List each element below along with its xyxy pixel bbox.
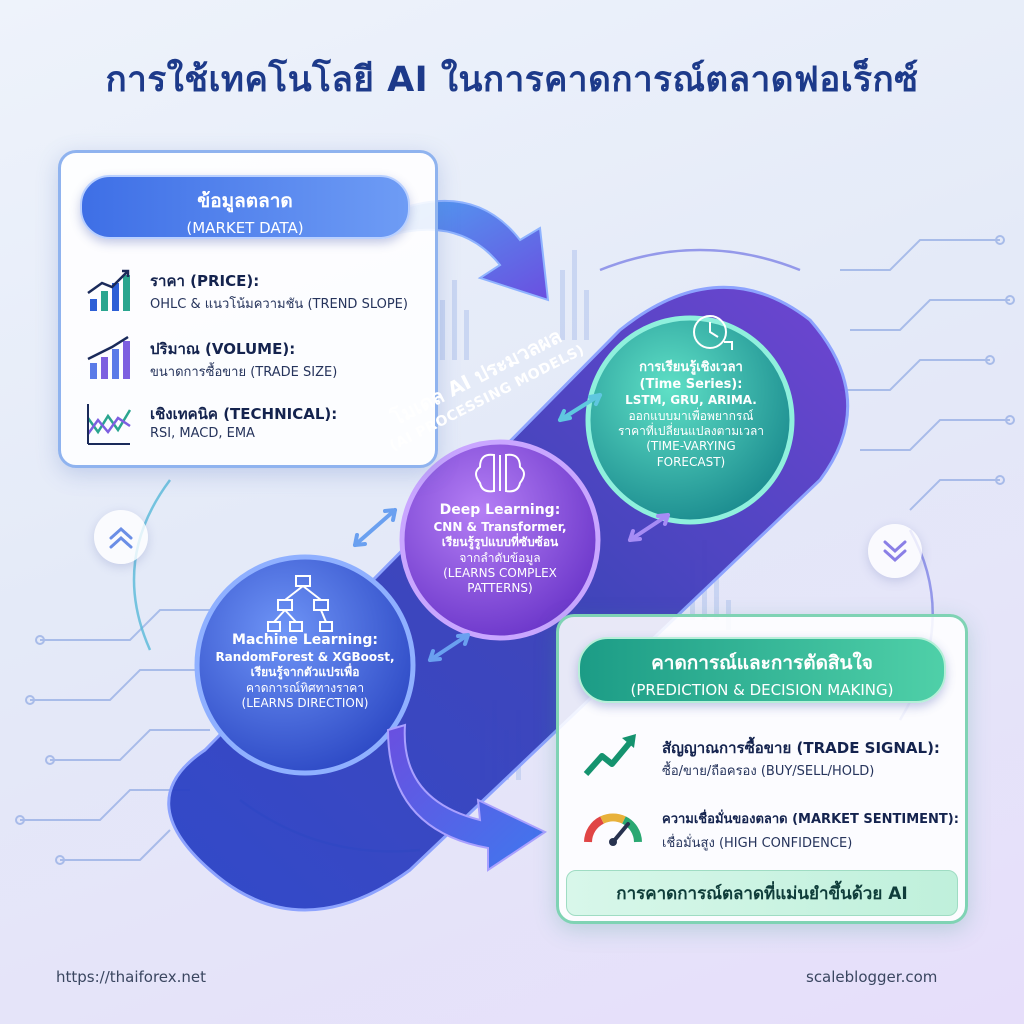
flow-arrow-out (386, 723, 548, 872)
prediction-title-th: คาดการณ์และการตัดสินใจ (651, 652, 873, 674)
deep-learning-line: จากลำดับข้อมูล (459, 550, 541, 565)
page-title: การใช้เทคโนโลยี AI ในการคาดการณ์ตลาดฟอเร… (105, 60, 919, 100)
clock-icon (693, 315, 733, 350)
technical-indicator-chart-icon (86, 404, 132, 445)
market-item-heading: ราคา (PRICE): (150, 272, 260, 290)
time-series-line: ราคาที่เปลี่ยนแปลงตามเวลา (617, 423, 765, 438)
rising-bar-chart-icon (87, 269, 130, 311)
market-item-sub: RSI, MACD, EMA (150, 426, 255, 441)
scroll-down-button[interactable] (868, 524, 922, 578)
prediction-item-heading: สัญญาณการซื้อขาย (TRADE SIGNAL): (662, 739, 940, 757)
market-item-price: ราคา (PRICE): OHLC & แนวโน้มความชัน (TRE… (84, 265, 424, 319)
market-item-volume: ปริมาณ (VOLUME): ขนาดการซื้อขาย (TRADE S… (84, 333, 424, 387)
market-item-heading: ปริมาณ (VOLUME): (150, 340, 296, 358)
machine-learning-line: RandomForest & XGBoost, (215, 649, 395, 664)
volume-bar-chart-icon (87, 335, 130, 379)
connector-arrows (353, 393, 670, 662)
market-data-title-th: ข้อมูลตลาด (197, 190, 293, 212)
time-series-line: FORECAST) (656, 454, 726, 469)
prediction-item-sub: ซื้อ/ขาย/ถือครอง (BUY/SELL/HOLD) (662, 764, 875, 779)
deep-learning-line: เรียนรู้รูปแบบที่ซับซ้อน (441, 535, 559, 550)
machine-learning-line: คาดการณ์ทิศทางราคา (245, 680, 365, 695)
time-series-line: (TIME-VARYING (646, 439, 736, 454)
time-series-line: การเรียนรู้เชิงเวลา (639, 360, 743, 375)
machine-learning-circle (194, 554, 416, 776)
machine-learning-line: Machine Learning: (232, 632, 378, 648)
deep-learning-line: (LEARNS COMPLEX (443, 565, 557, 580)
market-item-heading: เชิงเทคนิค (TECHNICAL): (150, 405, 338, 423)
deep-learning-text: Deep Learning: CNN & Transformer, เรียนร… (420, 502, 580, 597)
machine-learning-text: Machine Learning: RandomForest & XGBoost… (210, 632, 400, 711)
prediction-item-sub: เชื่อมั่นสูง (HIGH CONFIDENCE) (662, 836, 853, 851)
decision-tree-icon (267, 575, 333, 632)
time-series-line: (Time Series): (639, 376, 743, 392)
market-item-sub: OHLC & แนวโน้มความชัน (TREND SLOPE) (150, 297, 408, 312)
prediction-item-sentiment: ความเชื่อมั่นของตลาด (MARKET SENTIMENT):… (582, 800, 962, 856)
prediction-title-en: (PREDICTION & DECISION MAKING) (630, 681, 894, 699)
market-data-header: ข้อมูลตลาด (MARKET DATA) (80, 175, 410, 239)
scroll-up-button[interactable] (94, 510, 148, 564)
trend-up-arrow-icon (583, 734, 636, 776)
double-chevron-down-icon (883, 540, 907, 563)
footer-brand: scaleblogger.com (806, 968, 938, 986)
time-series-circle (585, 315, 795, 525)
time-series-line: ออกแบบมาเพื่อพยากรณ์ (628, 408, 754, 423)
circuit-lines-left (15, 609, 220, 865)
double-chevron-up-icon (109, 526, 133, 549)
brain-icon (475, 453, 525, 493)
deep-learning-line: CNN & Transformer, (433, 519, 567, 534)
time-series-line: LSTM, GRU, ARIMA. (625, 393, 757, 408)
deep-learning-line: Deep Learning: (439, 502, 561, 518)
prediction-item-heading: ความเชื่อมั่นของตลาด (MARKET SENTIMENT): (662, 812, 959, 827)
market-item-technical: เชิงเทคนิค (TECHNICAL): RSI, MACD, EMA (84, 398, 424, 452)
market-item-sub: ขนาดการซื้อขาย (TRADE SIZE) (150, 365, 338, 380)
market-data-title-en: (MARKET DATA) (186, 219, 304, 237)
gauge-icon (584, 813, 642, 846)
time-series-text: การเรียนรู้เชิงเวลา (Time Series): LSTM,… (610, 360, 772, 470)
deep-learning-line: PATTERNS) (467, 581, 533, 596)
machine-learning-line: เรียนรู้จากตัวแปรเพื่อ (250, 665, 360, 680)
circuit-lines-right (840, 235, 1015, 511)
conclusion-banner: การคาดการณ์ตลาดที่แม่นยำขึ้นด้วย AI (566, 870, 958, 916)
deep-learning-circle (399, 439, 601, 641)
prediction-item-trade-signal: สัญญาณการซื้อขาย (TRADE SIGNAL): ซื้อ/ขา… (582, 728, 962, 784)
machine-learning-line: (LEARNS DIRECTION) (241, 695, 369, 710)
footer-source-link[interactable]: https://thaiforex.net (56, 968, 207, 986)
prediction-header: คาดการณ์และการตัดสินใจ (PREDICTION & DEC… (578, 637, 946, 703)
